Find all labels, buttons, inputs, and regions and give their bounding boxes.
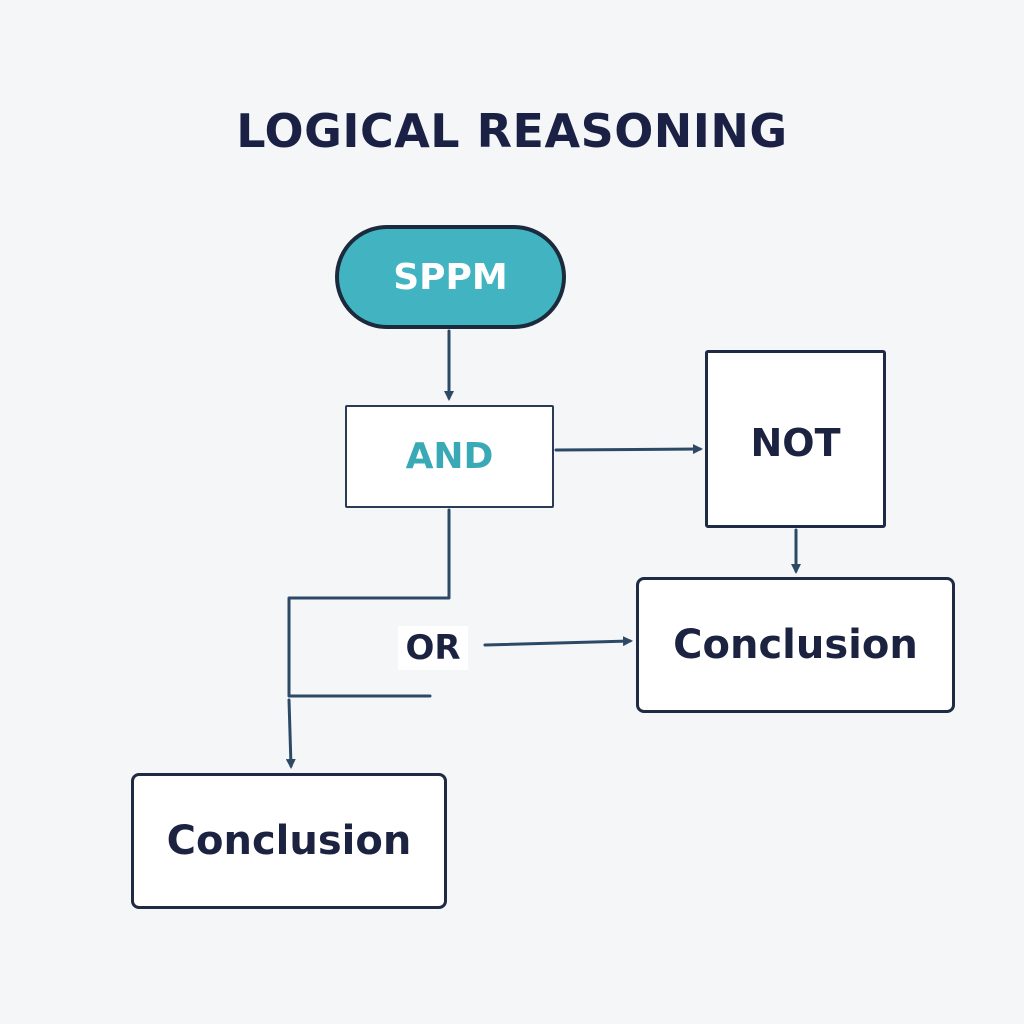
connector-or-to-conclusion <box>483 636 633 647</box>
node-start-label: SPPM <box>393 256 508 298</box>
node-conclusion-right: Conclusion <box>636 577 955 713</box>
connector-and-to-not <box>554 444 703 455</box>
diagram-title: LOGICAL REASONING <box>236 104 788 158</box>
node-conclusion-bottom: Conclusion <box>131 773 447 909</box>
node-start: SPPM <box>335 225 566 329</box>
node-not-label: NOT <box>750 421 841 465</box>
node-and: AND <box>345 405 554 508</box>
node-not: NOT <box>705 350 886 528</box>
connector-and-to-or-bracket <box>287 508 451 698</box>
node-conclusion-right-label: Conclusion <box>673 622 918 668</box>
node-conclusion-bottom-label: Conclusion <box>166 818 412 864</box>
connector-bracket-to-conclusion <box>285 698 296 769</box>
node-or-label: OR <box>398 626 468 670</box>
node-and-label: AND <box>405 436 494 477</box>
